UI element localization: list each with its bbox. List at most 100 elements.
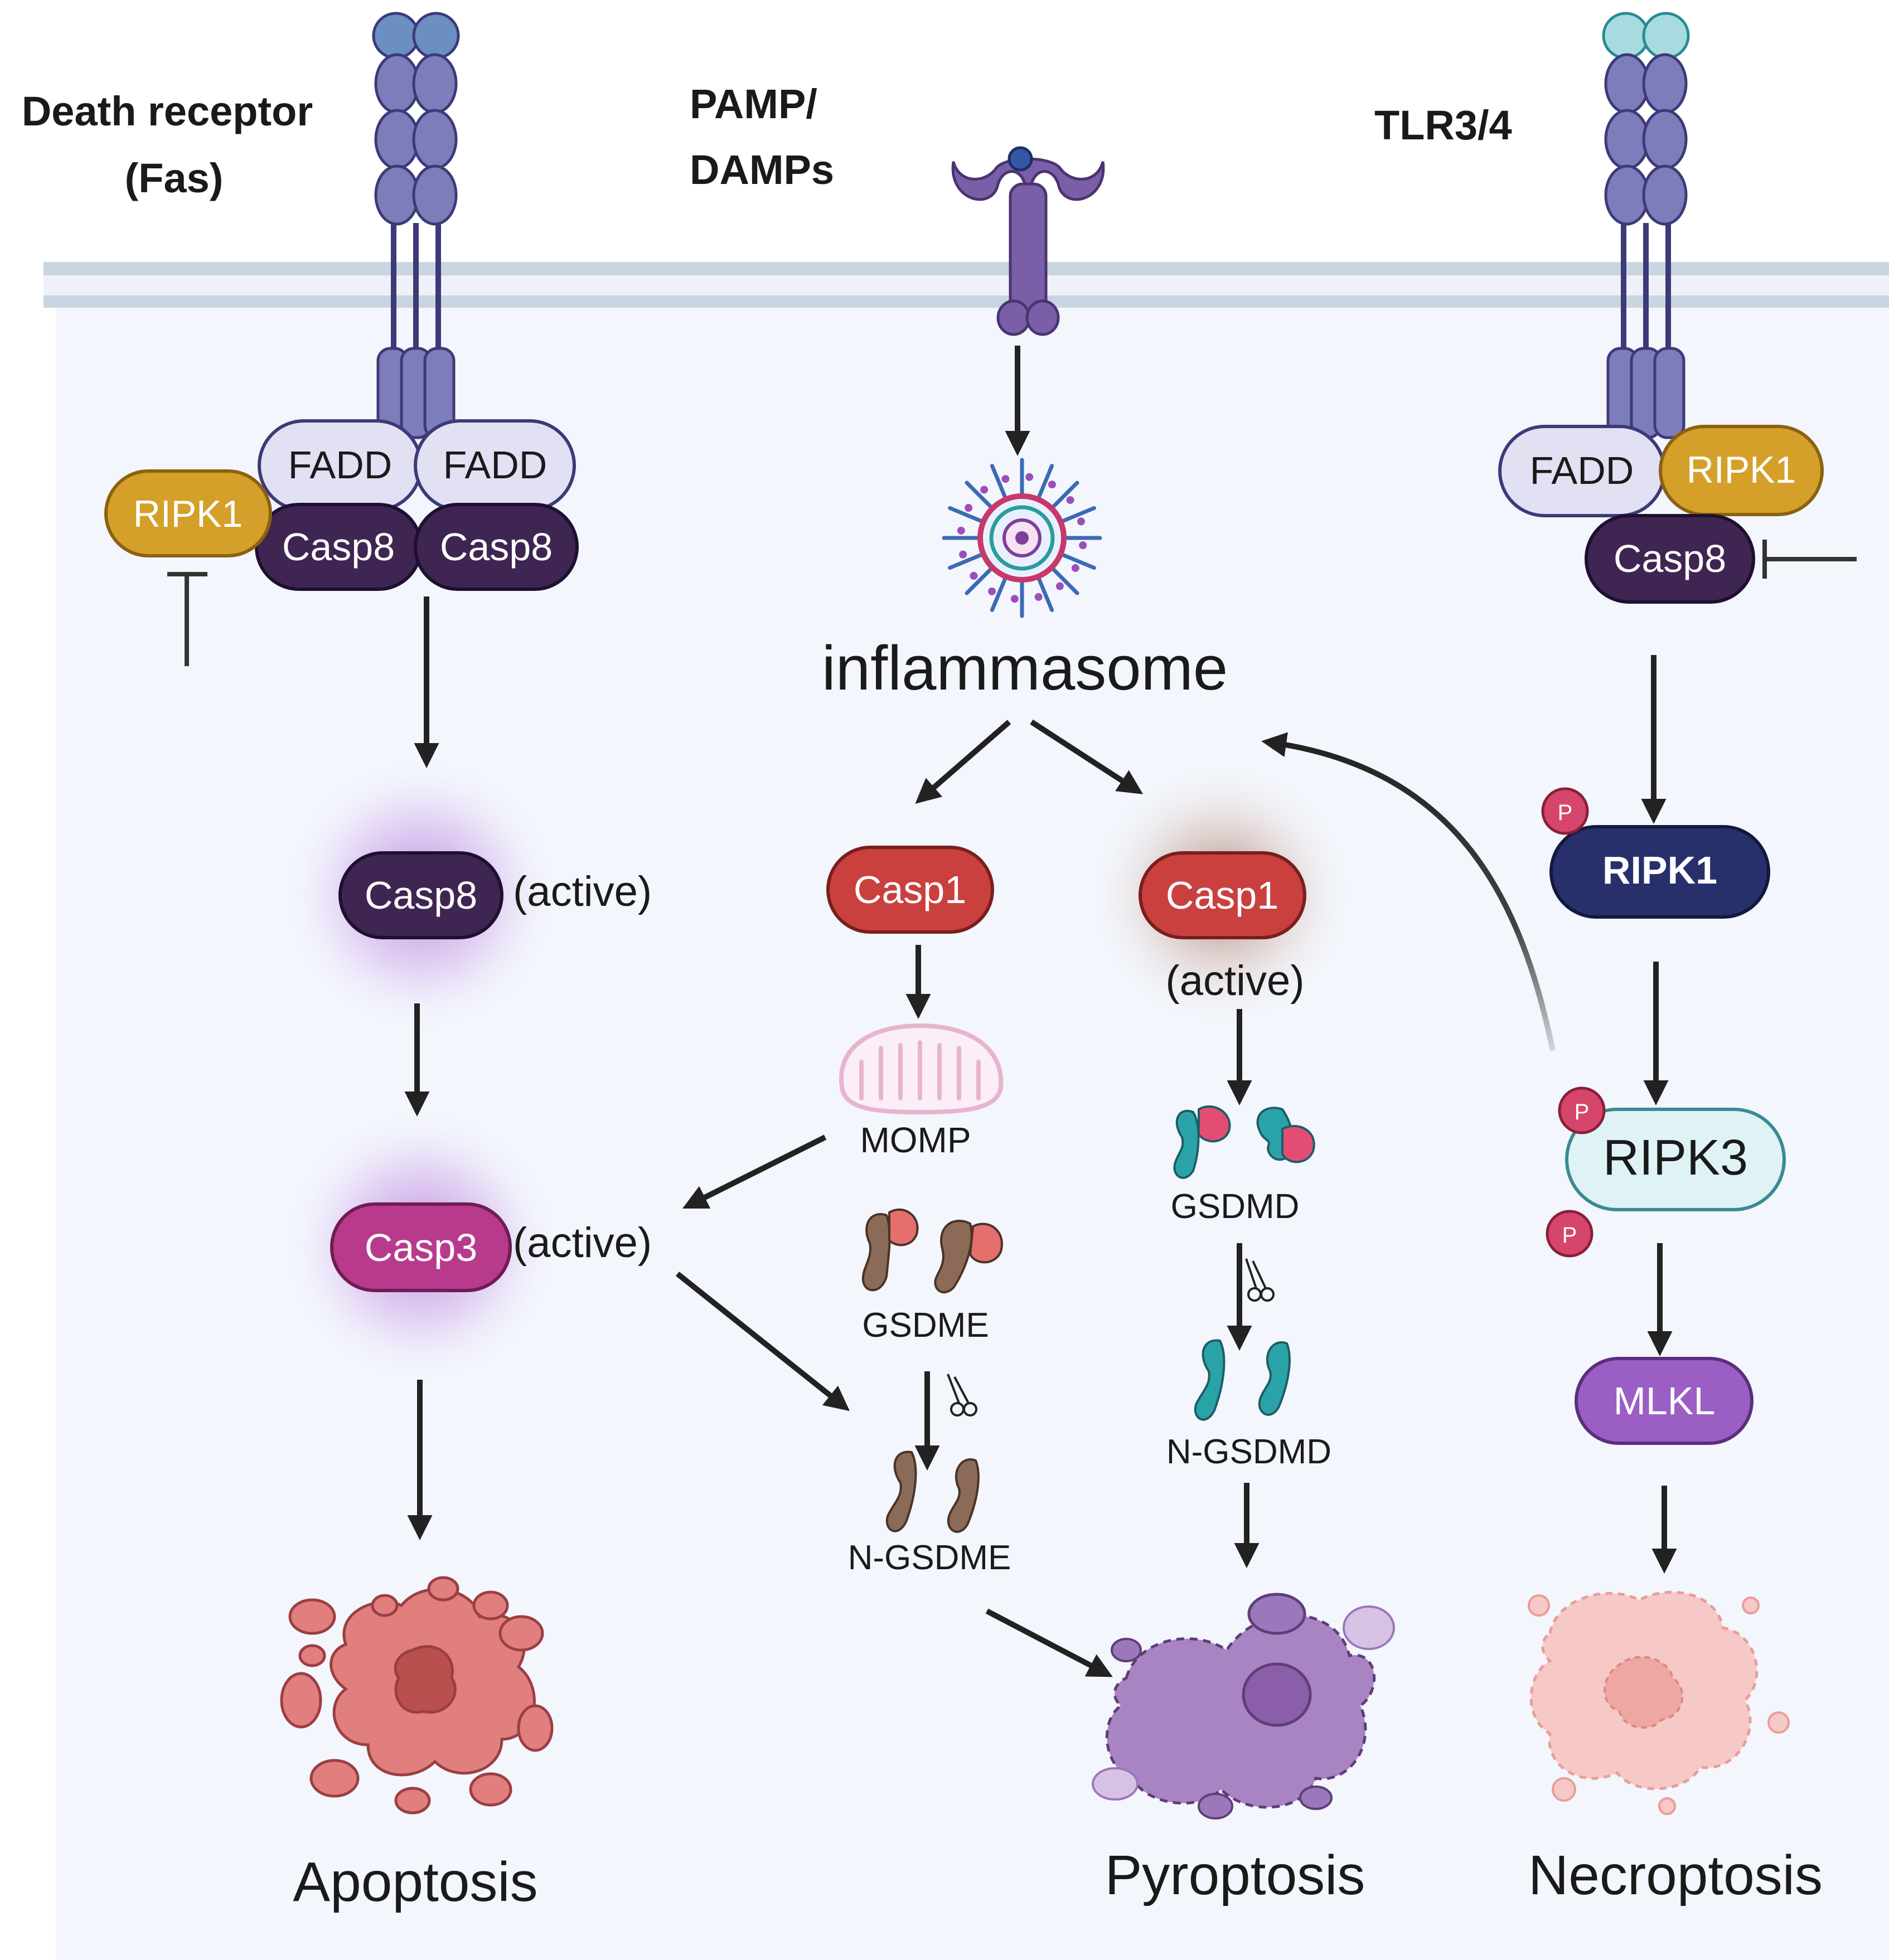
tlr-label: TLR3/4 <box>1374 102 1512 148</box>
casp8-node-right: Casp8 <box>414 503 579 591</box>
svg-text:FADD: FADD <box>1530 449 1634 492</box>
casp1-node: Casp1 <box>826 846 994 934</box>
casp8-node-left: Casp8 <box>255 503 423 591</box>
svg-text:P: P <box>1575 1100 1590 1124</box>
fadd-node-right: FADD <box>414 419 576 512</box>
svg-text:Casp1: Casp1 <box>854 868 966 911</box>
death-receptor-label-line1: Death receptor <box>22 88 313 134</box>
momp-label: MOMP <box>860 1120 971 1160</box>
svg-text:Casp8: Casp8 <box>282 525 395 569</box>
casp1-active-node: Casp1 <box>1139 851 1306 939</box>
arrow-inflammasome-to-casp1 <box>915 720 1011 804</box>
pyroptosis-label: Pyroptosis <box>1105 1844 1365 1906</box>
inflammasome-spoke <box>1036 464 1054 500</box>
inflammasome-subunit <box>988 587 996 595</box>
scissors-icon-gsdmd <box>1245 1258 1275 1302</box>
inflammasome-spoke <box>1050 566 1079 595</box>
fas-receptor-icon <box>372 12 460 439</box>
inflammasome-subunit <box>965 504 973 512</box>
gsdme-icon <box>861 1209 1003 1294</box>
phospho-badge-ripk3-top: P <box>1558 1086 1606 1134</box>
inflammasome-spoke <box>990 576 1008 612</box>
ripk1-inhibition-bar <box>167 572 207 666</box>
arrow-casp3-to-n-gsdme <box>675 1272 850 1411</box>
ripk1-node-tlr: RIPK1 <box>1659 425 1824 516</box>
inflammasome-subunit <box>1079 541 1087 550</box>
gsdmd-icon <box>1173 1105 1315 1179</box>
inflammasome-subunit <box>1048 481 1056 489</box>
inflammasome-subunit <box>959 550 967 559</box>
svg-text:P: P <box>1558 801 1573 825</box>
casp1-active-label: (active) <box>1165 957 1304 1005</box>
svg-text:RIPK1: RIPK1 <box>1602 848 1717 892</box>
apoptosis-label: Apoptosis <box>293 1851 537 1913</box>
inflammasome-spoke <box>948 506 984 523</box>
casp8-active-label: (active) <box>513 868 652 915</box>
inflammasome-subunit <box>1077 517 1085 526</box>
inflammasome-subunit <box>970 571 978 580</box>
casp3-active-label: (active) <box>513 1219 652 1267</box>
inflammasome-spoke <box>948 552 984 570</box>
inflammasome-icon <box>942 458 1102 618</box>
mitochondrion-icon <box>839 1023 1004 1115</box>
inflammasome-subunit <box>980 486 989 494</box>
inflammasome-subunit <box>1025 473 1034 481</box>
cell-membrane <box>43 262 1889 308</box>
svg-text:RIPK1: RIPK1 <box>133 493 243 535</box>
inflammasome-label: inflammasome <box>822 633 1228 703</box>
inflammasome-spoke <box>1060 506 1096 523</box>
inflammasome-subunit <box>1071 564 1079 572</box>
svg-text:Casp8: Casp8 <box>1614 537 1726 580</box>
inflammasome-spoke <box>965 566 994 595</box>
svg-text:RIPK3: RIPK3 <box>1603 1130 1748 1186</box>
necroptosis-label: Necroptosis <box>1528 1844 1823 1906</box>
casp3-active-node: Casp3 <box>330 1202 512 1292</box>
n-gsdme-label: N-GSDME <box>848 1539 1011 1577</box>
inflammasome-subunit <box>1055 582 1064 590</box>
inflammasome-spoke <box>1060 552 1096 570</box>
casp8-node-tlr: Casp8 <box>1585 514 1755 604</box>
gsdmd-label: GSDMD <box>1171 1187 1300 1226</box>
gsdme-label: GSDME <box>862 1306 989 1345</box>
svg-text:Casp3: Casp3 <box>365 1226 477 1269</box>
apoptotic-cell-icon <box>280 1576 554 1815</box>
pamp-label-line2: DAMPs <box>690 147 834 193</box>
death-receptor-label-line2: (Fas) <box>125 155 224 201</box>
svg-text:Casp8: Casp8 <box>365 874 477 917</box>
svg-text:MLKL: MLKL <box>1614 1379 1716 1423</box>
fadd-node-tlr: FADD <box>1498 425 1666 517</box>
inflammasome-subunit <box>1010 595 1019 603</box>
arrow-ripk3-to-inflammasome <box>1261 732 1556 1052</box>
pattern-recognition-receptor-icon <box>951 146 1105 336</box>
inflammasome-subunit <box>1034 593 1043 601</box>
ripk1-node-fas: RIPK1 <box>104 469 272 557</box>
svg-text:P: P <box>1562 1223 1577 1248</box>
n-gsdme-icon <box>885 1450 980 1533</box>
phospho-badge-ripk1: P <box>1541 787 1589 835</box>
arrow-n-gsdme-to-pyroptosis <box>985 1608 1113 1677</box>
n-gsdmd-label: N-GSDMD <box>1166 1433 1331 1471</box>
pamp-label-line1: PAMP/ <box>690 81 817 127</box>
inflammasome-subunit <box>1066 496 1074 504</box>
inflammasome-spoke <box>1050 481 1079 510</box>
tlr-receptor-icon <box>1602 12 1690 439</box>
n-gsdmd-icon <box>1194 1339 1291 1421</box>
inflammasome-subunit <box>1001 475 1010 483</box>
ripk3-node: RIPK3 <box>1565 1108 1786 1211</box>
scissors-icon-gsdme <box>947 1374 977 1416</box>
inflammasome-subunit <box>957 526 965 535</box>
pyroptotic-cell-icon <box>1092 1593 1395 1820</box>
inflammasome-spoke <box>1036 576 1054 612</box>
inflammasome-spoke <box>965 481 994 510</box>
pathway-arrows <box>404 346 1677 1677</box>
svg-text:FADD: FADD <box>443 443 548 487</box>
casp8-active-node: Casp8 <box>338 851 503 939</box>
arrow-momp-to-casp3 <box>682 1134 827 1209</box>
inflammasome-spoke <box>990 464 1008 500</box>
ripk1-phospho-node: RIPK1 <box>1549 825 1770 919</box>
mlkl-node: MLKL <box>1575 1357 1754 1445</box>
casp8-inhibition-bar-tlr <box>1762 540 1857 579</box>
svg-text:RIPK1: RIPK1 <box>1687 449 1796 491</box>
svg-text:FADD: FADD <box>288 443 393 487</box>
